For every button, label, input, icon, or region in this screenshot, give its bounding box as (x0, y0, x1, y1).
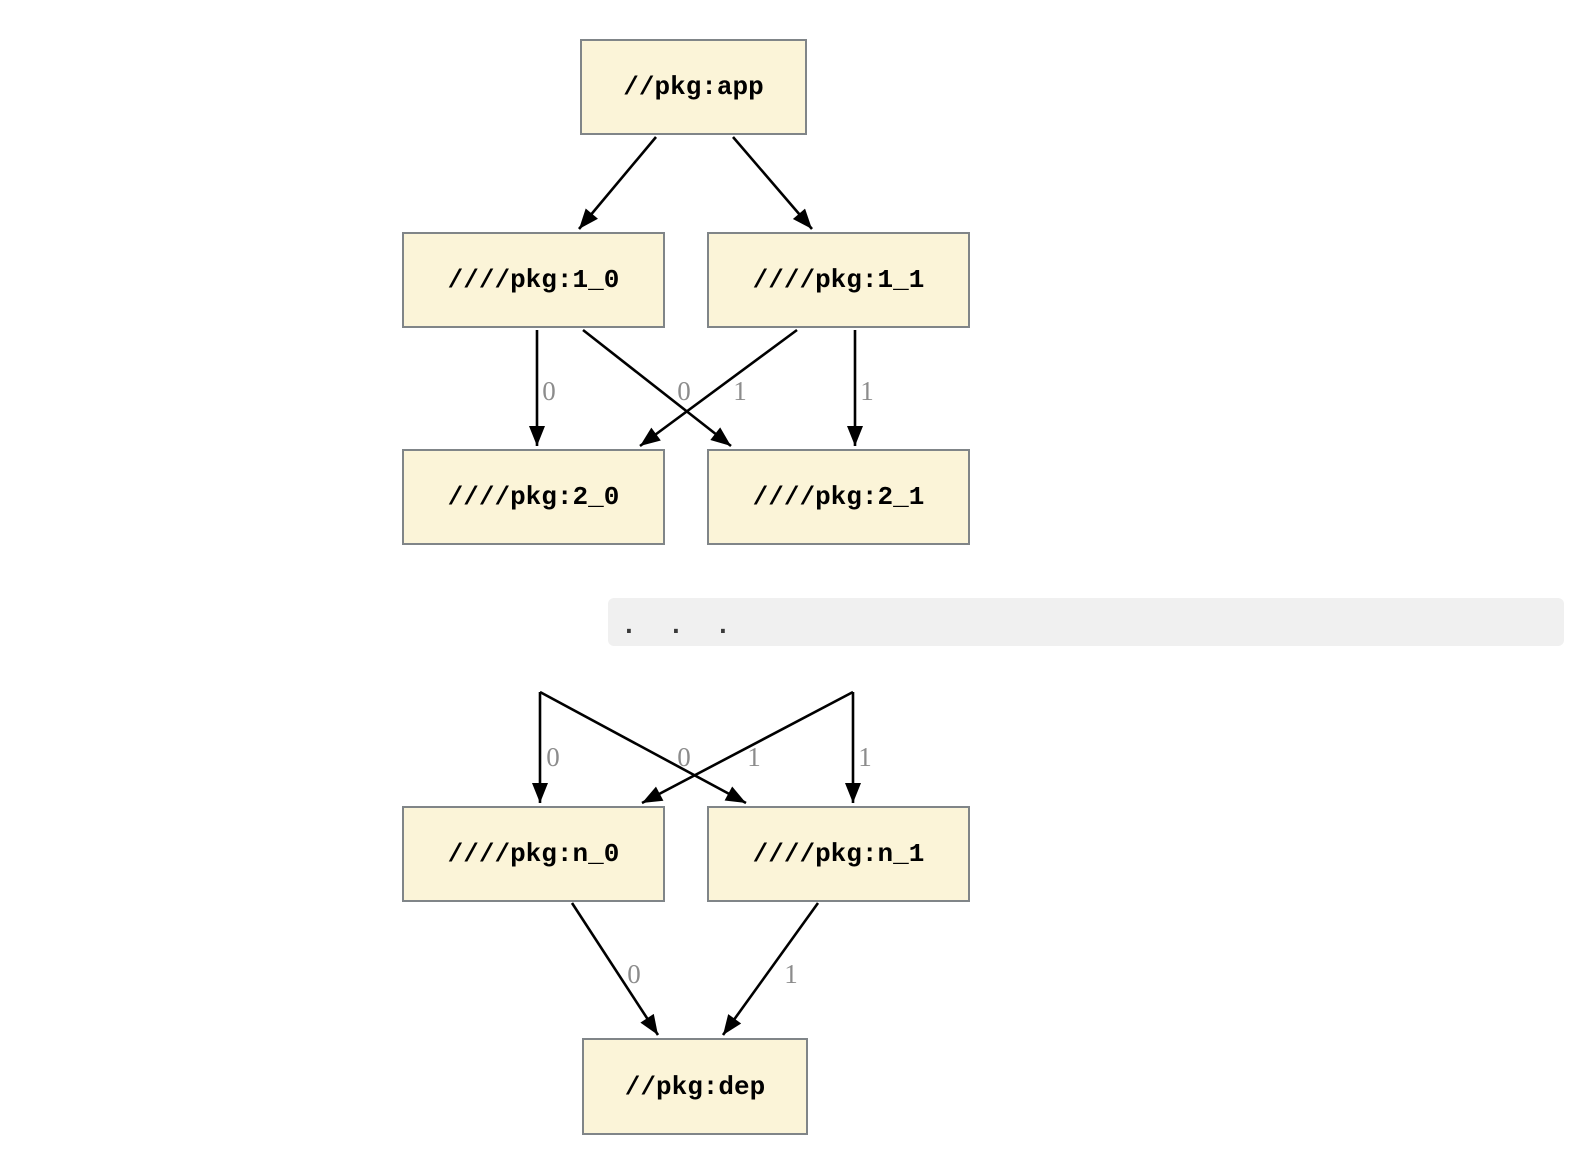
edge-label: 1 (747, 742, 761, 772)
edge-label: 1 (860, 376, 874, 406)
edge-ellipsis-to-n_1-cross (539, 690, 747, 805)
edge-label: 0 (677, 742, 691, 772)
node-pkg-n_0: ////pkg:n_0 (402, 806, 665, 902)
node-label: ////pkg:2_0 (447, 482, 620, 512)
node-label: ////pkg:1_0 (447, 265, 620, 295)
edge-app-to-1_0 (578, 136, 657, 230)
edge-label: 1 (784, 959, 798, 989)
node-pkg-n_1: ////pkg:n_1 (707, 806, 970, 902)
edge-1_1-to-2_0 (639, 328, 798, 448)
edge-label: 1 (858, 742, 872, 772)
node-pkg-2_1: ////pkg:2_1 (707, 449, 970, 545)
node-pkg-dep: //pkg:dep (582, 1038, 808, 1135)
edge-label: 0 (677, 376, 691, 406)
edge-label: 0 (542, 376, 556, 406)
edge-label: 0 (546, 742, 560, 772)
edge-label: 1 (733, 376, 747, 406)
node-label: ////pkg:2_1 (752, 482, 925, 512)
ellipsis-code-band: . . . (608, 598, 1564, 646)
edge-ellipsis-to-n_0-cross (641, 690, 854, 805)
edge-label: 0 (627, 959, 641, 989)
node-pkg-1_1: ////pkg:1_1 (707, 232, 970, 328)
node-label: ////pkg:n_0 (447, 839, 620, 869)
node-label: //pkg:dep (624, 1071, 766, 1102)
node-label: ////pkg:n_1 (752, 839, 925, 869)
node-pkg-app: //pkg:app (580, 39, 807, 135)
edge-app-to-1_1 (732, 136, 813, 230)
ellipsis-text: . . . (622, 613, 740, 639)
edge-n_1-to-dep (721, 902, 820, 1036)
node-pkg-1_0: ////pkg:1_0 (402, 232, 665, 328)
edge-n_0-to-dep (570, 902, 660, 1036)
edge-1_0-to-2_1 (582, 328, 732, 448)
node-label: ////pkg:1_1 (752, 265, 925, 295)
node-label: //pkg:app (623, 72, 764, 102)
node-pkg-2_0: ////pkg:2_0 (402, 449, 665, 545)
